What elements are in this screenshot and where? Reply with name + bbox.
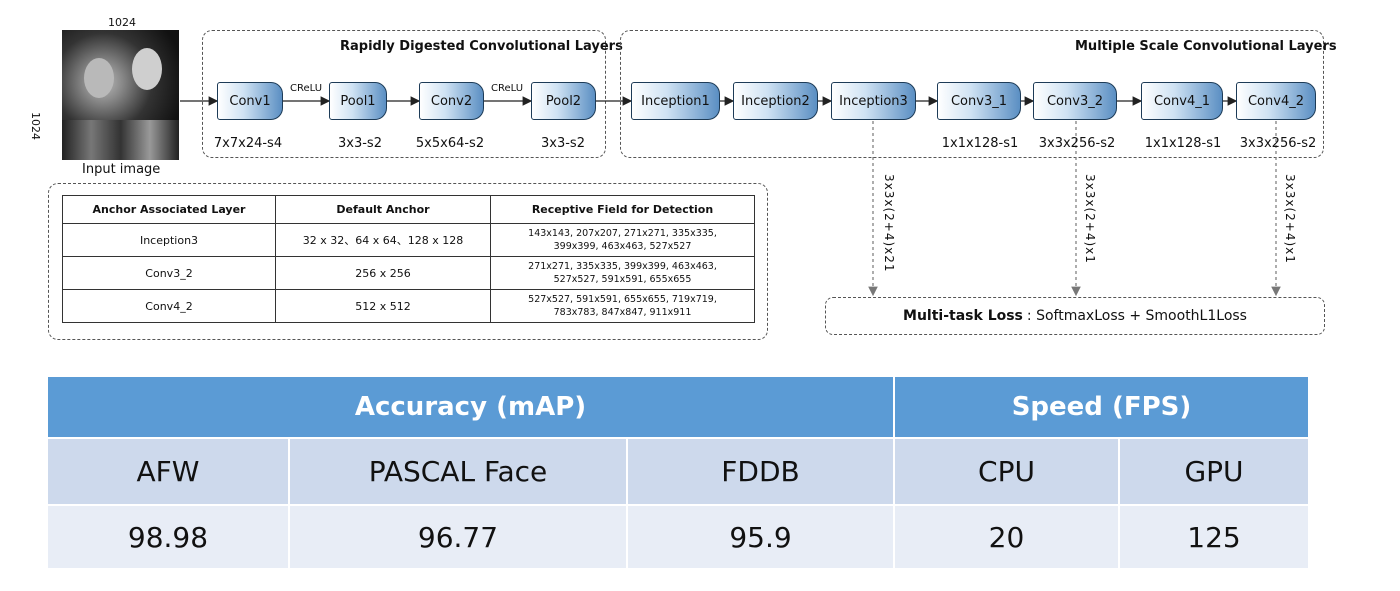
param-conv3-1: 1x1x128-s1 [941,136,1019,151]
mscl-group [620,30,1324,158]
branch-label-inception3: 3x3x(2+4)x21 [882,174,896,273]
anchor-layer-cell: Conv3_2 [62,256,276,290]
input-image [62,30,179,160]
col-gpu: GPU [1119,437,1310,505]
results-group-header: Accuracy (mAP) Speed (FPS) [48,377,1310,438]
rf-line-2: 783x783, 847x847, 911x911 [553,307,692,318]
param-conv4-2: 3x3x256-s2 [1239,136,1317,151]
layer-pool1: Pool1 [329,82,387,120]
anchor-col-default: Default Anchor [275,195,491,224]
rdcl-group [202,30,606,158]
col-cpu: CPU [894,437,1120,505]
multitask-loss-box: Multi-task Loss : SoftmaxLoss + SmoothL1… [825,297,1325,335]
anchor-layer-cell: Conv4_2 [62,289,276,323]
rf-line-1: 527x527, 591x591, 655x655, 719x719, [528,294,717,305]
layer-inception3: Inception3 [831,82,916,120]
rf-line-2: 527x527, 591x591, 655x655 [553,274,692,285]
layer-pool2: Pool2 [531,82,596,120]
branch-label-conv4-2: 3x3x(2+4)x1 [1283,174,1297,264]
anchor-rf-cell: 143x143, 207x207, 271x271, 335x335, 399x3… [490,223,755,257]
table-row: Inception3 32 x 32、64 x 64、128 x 128 143… [62,223,755,257]
results-column-header: AFW PASCAL Face FDDB CPU GPU [48,437,1310,505]
activation-crelu-1: CReLU [289,83,323,94]
param-conv2: 5x5x64-s2 [415,136,485,151]
value-gpu: 125 [1119,504,1310,568]
layer-inception2: Inception2 [733,82,818,120]
face-right [132,48,162,90]
param-pool2: 3x3-s2 [541,136,585,151]
loss-title: Multi-task Loss [903,308,1023,324]
results-values-row: 98.98 96.77 95.9 20 125 [48,504,1310,568]
anchor-table: Anchor Associated Layer Default Anchor R… [62,195,755,323]
col-fddb: FDDB [627,437,895,505]
rf-line-2: 399x399, 463x463, 527x527 [553,241,692,252]
rf-line-1: 143x143, 207x207, 271x271, 335x335, [528,228,717,239]
table-row: Conv3_2 256 x 256 271x271, 335x335, 399x… [62,256,755,290]
param-conv4-1: 1x1x128-s1 [1144,136,1222,151]
activation-crelu-2: CReLU [490,83,524,94]
input-caption: Input image [82,162,161,177]
anchor-col-rf: Receptive Field for Detection [490,195,755,224]
param-pool1: 3x3-s2 [338,136,382,151]
anchor-table-group [48,183,768,340]
face-left [84,58,114,98]
loss-detail: : SoftmaxLoss + SmoothL1Loss [1026,308,1247,324]
branch-label-conv3-2: 3x3x(2+4)x1 [1083,174,1097,264]
rf-line-1: 271x271, 335x335, 399x399, 463x463, [528,261,717,272]
rdcl-title: Rapidly Digested Convolutional Layers [340,39,623,54]
param-conv1: 7x7x24-s4 [213,136,283,151]
results-table: Accuracy (mAP) Speed (FPS) AFW PASCAL Fa… [48,377,1310,568]
anchor-rf-cell: 527x527, 591x591, 655x655, 719x719, 783x7… [490,289,755,323]
layer-conv3-2: Conv3_2 [1033,82,1117,120]
layer-inception1: Inception1 [631,82,720,120]
param-conv3-2: 3x3x256-s2 [1038,136,1116,151]
table-row: Conv4_2 512 x 512 527x527, 591x591, 655x… [62,289,755,323]
accuracy-header: Accuracy (mAP) [48,377,895,438]
layer-conv4-1: Conv4_1 [1141,82,1223,120]
value-cpu: 20 [894,504,1120,568]
input-size-top: 1024 [108,16,136,29]
value-fddb: 95.9 [627,504,895,568]
crowd-bottom [62,120,179,160]
anchor-layer-cell: Inception3 [62,223,276,257]
mscl-title: Multiple Scale Convolutional Layers [1075,39,1337,54]
anchor-table-header: Anchor Associated Layer Default Anchor R… [62,195,755,224]
col-pascal-face: PASCAL Face [289,437,628,505]
layer-conv3-1: Conv3_1 [937,82,1021,120]
anchor-default-cell: 512 x 512 [275,289,491,323]
col-afw: AFW [48,437,290,505]
value-afw: 98.98 [48,504,290,568]
anchor-col-layer: Anchor Associated Layer [62,195,276,224]
layer-conv1: Conv1 [217,82,283,120]
layer-conv4-2: Conv4_2 [1236,82,1316,120]
anchor-default-cell: 256 x 256 [275,256,491,290]
value-pascal-face: 96.77 [289,504,628,568]
speed-header: Speed (FPS) [894,377,1310,438]
anchor-rf-cell: 271x271, 335x335, 399x399, 463x463, 527x5… [490,256,755,290]
layer-conv2: Conv2 [419,82,484,120]
anchor-default-cell: 32 x 32、64 x 64、128 x 128 [275,223,491,257]
